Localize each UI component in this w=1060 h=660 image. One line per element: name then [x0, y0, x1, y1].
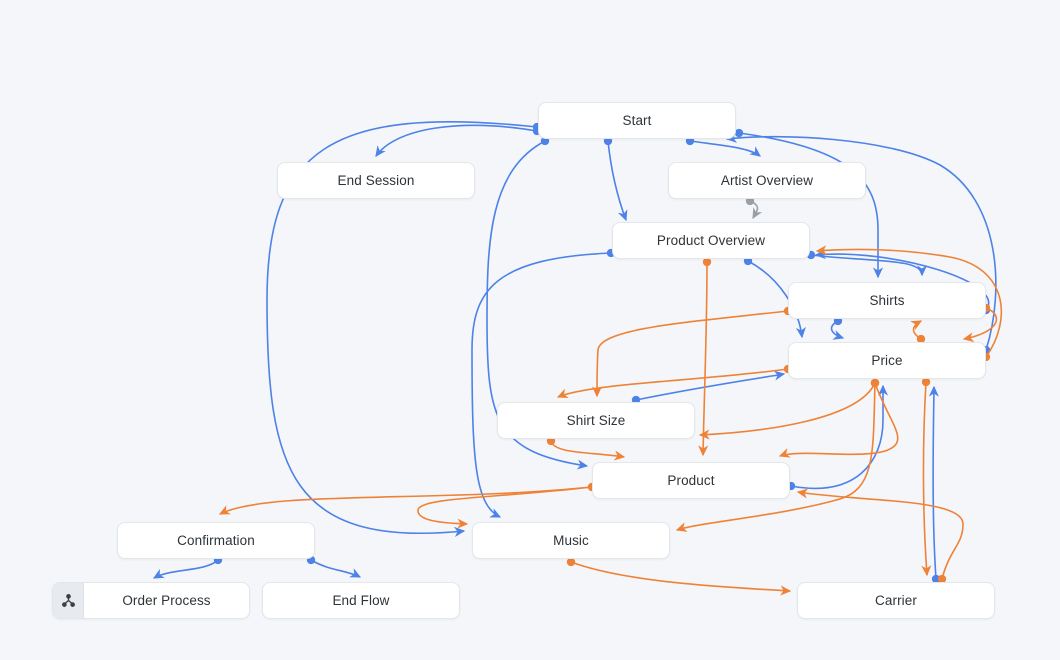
edge-confirmation-to-end-flow[interactable] — [306, 555, 362, 578]
edge-start-to-music[interactable] — [266, 120, 542, 537]
edge-product-overview-to-music[interactable] — [471, 248, 616, 518]
edge-price-to-music[interactable] — [675, 378, 880, 532]
node-label: End Session — [337, 173, 415, 188]
node-label: End Flow — [332, 593, 390, 608]
edge-music-to-carrier[interactable] — [566, 557, 792, 596]
node-start[interactable]: Start — [538, 102, 736, 139]
edge-shirt-size-to-product[interactable] — [546, 436, 626, 461]
edge-product-to-music[interactable] — [417, 482, 597, 529]
edge-product-to-price[interactable] — [786, 384, 889, 491]
node-end-flow[interactable]: End Flow — [262, 582, 460, 619]
node-label: Shirt Size — [566, 413, 626, 428]
edge-start-to-product[interactable] — [486, 136, 589, 470]
edge-shirts-to-price[interactable] — [830, 316, 845, 340]
edge-price-to-carrier[interactable] — [921, 377, 932, 577]
edge-price-to-shirt-size[interactable] — [556, 364, 793, 399]
node-confirmation[interactable]: Confirmation — [117, 522, 315, 559]
edge-shirts-to-price[interactable] — [962, 303, 998, 343]
node-product-overview[interactable]: Product Overview — [612, 222, 810, 259]
edge-product-overview-to-shirts[interactable] — [806, 250, 928, 277]
edge-start-to-end-session[interactable] — [375, 124, 542, 157]
edge-price-to-product-overview[interactable] — [815, 245, 1003, 362]
edge-carrier-to-price[interactable] — [928, 385, 941, 584]
edge-price-to-shirt-size[interactable] — [698, 378, 880, 440]
node-label: Product — [667, 473, 715, 488]
node-end-session[interactable]: End Session — [277, 162, 475, 199]
edge-start-to-artist-overview[interactable] — [685, 136, 761, 157]
edge-price-to-shirts[interactable] — [910, 320, 926, 344]
node-label: Artist Overview — [720, 173, 814, 188]
node-artist-overview[interactable]: Artist Overview — [668, 162, 866, 199]
node-label: Music — [553, 533, 589, 548]
node-product[interactable]: Product — [592, 462, 790, 499]
node-label: Carrier — [875, 593, 917, 608]
sitemap-icon — [53, 583, 84, 618]
node-price[interactable]: Price — [788, 342, 986, 379]
node-label: Shirts — [869, 293, 905, 308]
edge-confirmation-to-order-process[interactable] — [152, 555, 223, 579]
node-label: Price — [871, 353, 903, 368]
edge-product-overview-to-price[interactable] — [743, 256, 806, 339]
node-label: Product Overview — [656, 233, 766, 248]
node-shirts[interactable]: Shirts — [788, 282, 986, 319]
edge-product-to-confirmation[interactable] — [218, 482, 597, 515]
edge-start-to-product-overview[interactable] — [603, 136, 628, 222]
node-carrier[interactable]: Carrier — [797, 582, 995, 619]
edge-carrier-to-product[interactable] — [796, 488, 964, 584]
edge-artist-overview-to-product-overview[interactable] — [745, 196, 763, 220]
edge-shirts-to-shirt-size[interactable] — [591, 306, 793, 398]
node-music[interactable]: Music — [472, 522, 670, 559]
node-label: Start — [622, 113, 652, 128]
node-order-process[interactable]: Order Process — [52, 582, 250, 619]
node-label: Confirmation — [177, 533, 255, 548]
edge-product-overview-to-product[interactable] — [698, 257, 712, 457]
node-shirt-size[interactable]: Shirt Size — [497, 402, 695, 439]
node-label: Order Process — [122, 593, 211, 608]
